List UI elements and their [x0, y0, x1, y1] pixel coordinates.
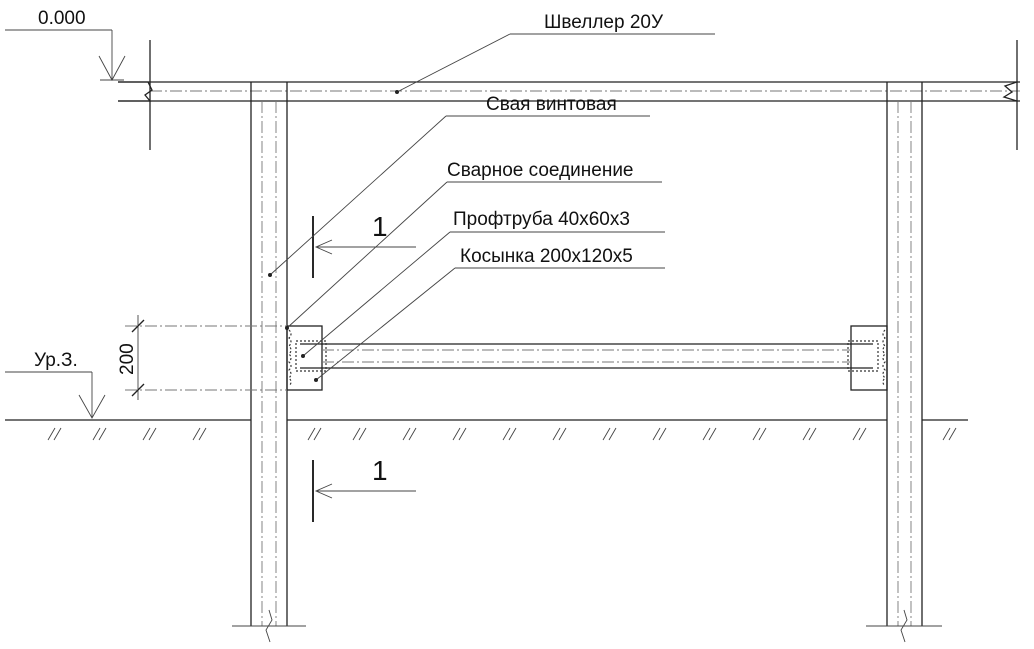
pile-leader — [268, 115, 650, 277]
ground-hatch-stroke — [808, 427, 817, 441]
ground-hatch-stroke — [708, 427, 717, 441]
ground-hatch-stroke — [552, 427, 561, 441]
ground-hatch-stroke — [948, 427, 957, 441]
elevation-ground-marker — [5, 371, 106, 419]
ground-hatch-stroke — [352, 427, 361, 441]
ground-hatch-stroke — [98, 427, 107, 441]
ground-hatch-stroke — [53, 427, 62, 441]
ground-hatching — [47, 427, 957, 441]
gusset-height-dimension — [125, 315, 287, 400]
pile-callout: Свая винтовая — [486, 94, 617, 115]
profile-tube — [295, 340, 879, 372]
ground-hatch-stroke — [142, 427, 151, 441]
right-screw-pile — [866, 82, 942, 643]
ground-hatch-stroke — [702, 427, 711, 441]
tube-leader — [301, 231, 665, 358]
ground-hatch-stroke — [458, 427, 467, 441]
gusset-leader — [314, 267, 665, 382]
ground-hatch-stroke — [942, 427, 951, 441]
ground-hatch-stroke — [198, 427, 207, 441]
left-gusset — [286, 325, 323, 391]
ground-hatch-stroke — [652, 427, 661, 441]
elevation-top-label: 0.000 — [38, 8, 86, 29]
ground-hatch-stroke — [92, 427, 101, 441]
weld-leader — [285, 181, 662, 330]
ground-hatch-stroke — [508, 427, 517, 441]
channel-leader — [395, 33, 715, 94]
gusset-callout: Косынка 200х120х5 — [460, 246, 633, 267]
section-mark-upper-label: 1 — [372, 211, 388, 242]
ground-hatch-stroke — [408, 427, 417, 441]
channel-beam — [118, 40, 1020, 150]
ground-hatch-stroke — [802, 427, 811, 441]
ground-hatch-stroke — [452, 427, 461, 441]
ground-hatch-stroke — [502, 427, 511, 441]
ground-hatch-stroke — [758, 427, 767, 441]
ground-hatch-stroke — [558, 427, 567, 441]
ground-hatch-stroke — [192, 427, 201, 441]
ground-hatch-stroke — [307, 427, 316, 441]
ground-hatch-stroke — [313, 427, 322, 441]
section-mark-upper — [312, 216, 416, 278]
ground-hatch-stroke — [658, 427, 667, 441]
ground-hatch-stroke — [858, 427, 867, 441]
elevation-top-marker — [5, 29, 126, 81]
weld-callout: Сварное соединение — [447, 160, 634, 181]
ground-hatch-stroke — [358, 427, 367, 441]
ground-hatch-stroke — [602, 427, 611, 441]
right-gusset — [850, 325, 888, 391]
ground-hatch-stroke — [752, 427, 761, 441]
section-mark-lower — [312, 460, 416, 522]
section-mark-lower-label: 1 — [372, 455, 388, 486]
ground-hatch-stroke — [608, 427, 617, 441]
gusset-height-label: 200 — [117, 343, 138, 375]
ground-hatch-stroke — [47, 427, 56, 441]
channel-callout: Швеллер 20У — [544, 12, 664, 33]
ground-hatch-stroke — [852, 427, 861, 441]
left-screw-pile — [232, 82, 306, 643]
tube-callout: Профтруба 40х60х3 — [453, 209, 630, 230]
ground-hatch-stroke — [148, 427, 157, 441]
ground-hatch-stroke — [402, 427, 411, 441]
elevation-ground-label: Ур.З. — [34, 350, 78, 371]
